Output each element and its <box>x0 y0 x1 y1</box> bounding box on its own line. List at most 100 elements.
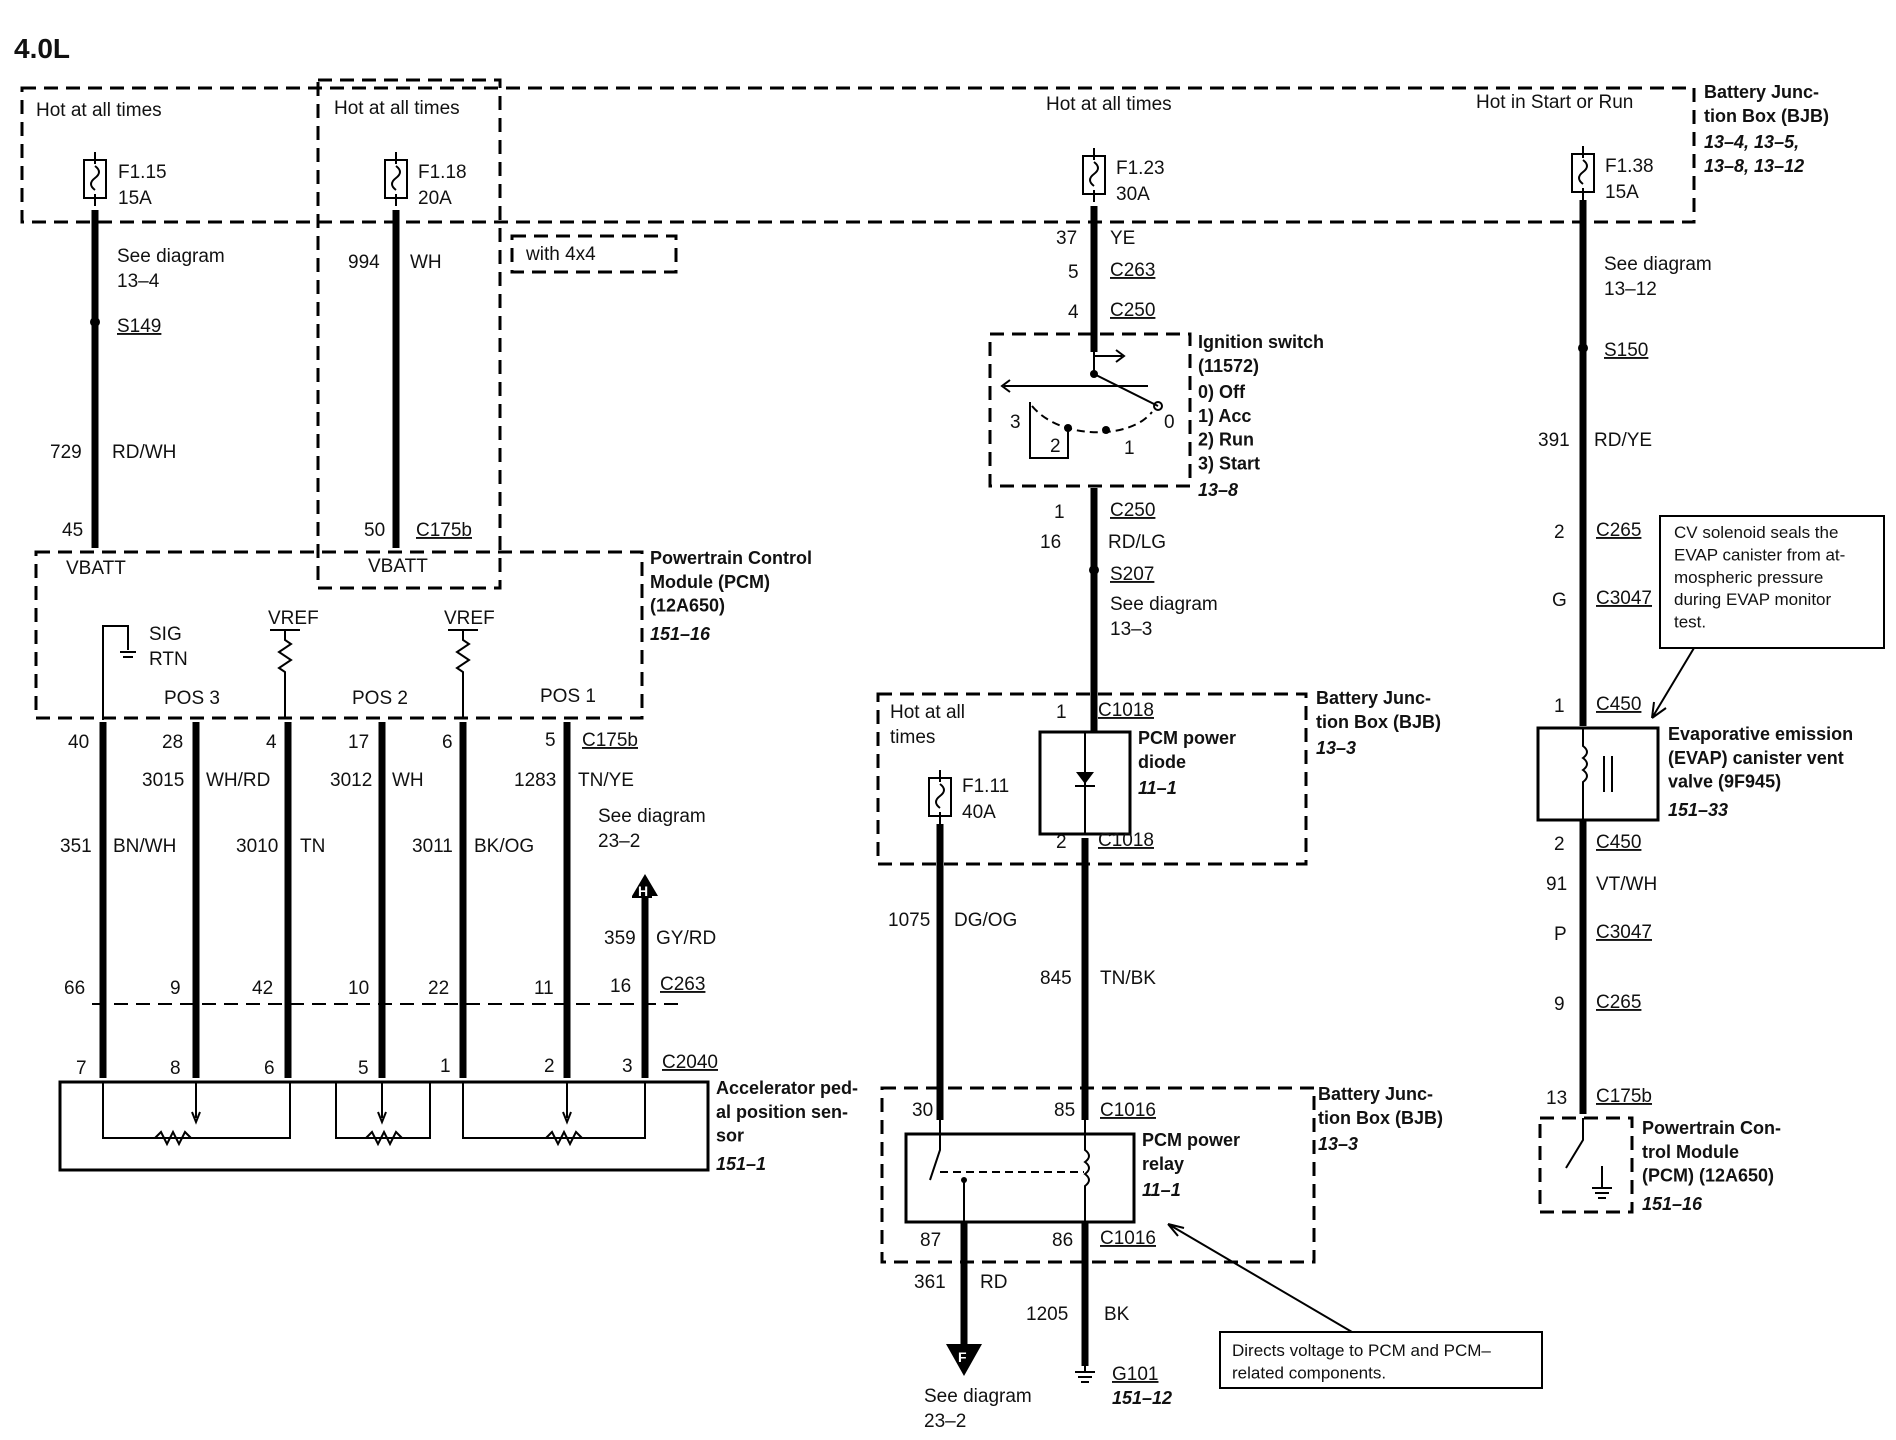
hot-label-4: Hot in Start or Run <box>1476 92 1633 113</box>
vref-label-1: VREF <box>268 608 319 629</box>
fuse-f1-15-amp: 15A <box>118 188 152 209</box>
pos1-label: POS 1 <box>540 686 596 707</box>
pin-9: 9 <box>170 978 181 999</box>
circuit-1205: 1205 <box>1026 1304 1068 1325</box>
color-bk: BK <box>1104 1304 1130 1325</box>
pin-8: 8 <box>170 1058 181 1079</box>
evap-valve-ref: 151–33 <box>1668 800 1728 820</box>
pin-11: 11 <box>534 978 554 999</box>
bjb-top-box <box>20 86 1696 224</box>
fuse-f1-18-amp: 20A <box>418 188 452 209</box>
hot-label-2: Hot at all times <box>334 98 460 119</box>
circuit-845: 845 <box>1040 968 1072 989</box>
sig-rtn-symbol <box>102 625 136 720</box>
pcm-right-name: Powertrain Con-trol Module(PCM) (12A650) <box>1642 1118 1781 1186</box>
circuit-1075: 1075 <box>888 910 930 931</box>
arrow-h-shape <box>632 874 658 898</box>
pedal-sensor-ref: 151–1 <box>716 1154 766 1174</box>
pin-10: 10 <box>348 978 369 999</box>
engine-title: 4.0L <box>14 33 70 64</box>
pcm-left-box <box>34 550 644 720</box>
vbatt-1: VBATT <box>66 558 126 579</box>
color-wh-994: WH <box>410 252 442 273</box>
splice-s150-dot <box>1578 343 1588 353</box>
circuit-3011: 3011 <box>412 836 453 857</box>
relay-note-arrow <box>1167 1223 1353 1333</box>
relay-note-box <box>1219 1331 1543 1389</box>
relay-note: Directs voltage to PCM and PCM–related c… <box>1232 1341 1491 1382</box>
fuse-f1-38-id: F1.38 <box>1605 156 1654 177</box>
pin-9-c265: 9 <box>1554 994 1565 1015</box>
pedal-wires <box>99 722 649 1078</box>
fuse-f1-18-symbol <box>384 152 408 206</box>
pin-4-c250: 4 <box>1068 302 1079 323</box>
pin-2-c1018: 2 <box>1056 832 1067 853</box>
circuit-994: 994 <box>348 252 380 273</box>
ignition-switch-symbol <box>1000 349 1163 459</box>
pin-1-c250: 1 <box>1054 502 1065 523</box>
ign-pos-0: 0 <box>1164 412 1175 433</box>
conn-c265-bottom: C265 <box>1596 992 1641 1013</box>
conn-c250-top: C250 <box>1110 300 1155 321</box>
pin-66: 66 <box>64 978 85 999</box>
pin-50: 50 <box>364 520 385 541</box>
pin-2-c450: 2 <box>1554 834 1565 855</box>
conn-c175b-pcm: C175b <box>582 730 638 751</box>
conn-c450-bottom: C450 <box>1596 832 1641 853</box>
hot-label-1: Hot at all times <box>36 100 162 121</box>
conn-c3047-bottom: C3047 <box>1596 922 1652 943</box>
splice-s207-dot <box>1089 565 1099 575</box>
evap-valve-box <box>1536 726 1660 822</box>
color-whrd: WH/RD <box>206 770 270 791</box>
pin-30: 30 <box>912 1100 933 1121</box>
with-4x4-box <box>510 234 678 274</box>
bjb-4x4-box <box>316 78 502 590</box>
diode-symbol <box>1075 732 1095 834</box>
fuse-f1-18-id: F1.18 <box>418 162 467 183</box>
vref-label-2: VREF <box>444 608 495 629</box>
evap-valve-name: Evaporative emission(EVAP) canister vent… <box>1668 724 1853 792</box>
pin-87: 87 <box>920 1230 941 1251</box>
conn-c1016-bottom: C1016 <box>1100 1228 1156 1249</box>
ground-g101-symbol <box>1075 1366 1095 1383</box>
pin-2: 2 <box>544 1056 555 1077</box>
color-tn: TN <box>300 836 325 857</box>
color-rd: RD <box>980 1272 1007 1293</box>
pcm-power-relay-box <box>904 1132 1136 1224</box>
fuse-f1-11-symbol <box>928 770 952 824</box>
conn-c3047-top: C3047 <box>1596 588 1652 609</box>
fuse-f1-15-id: F1.15 <box>118 162 167 183</box>
conn-c175b-top: C175b <box>416 520 472 541</box>
cv-note-arrow <box>1651 647 1695 719</box>
pin-p-c3047: P <box>1554 924 1567 945</box>
pin-40: 40 <box>68 732 89 753</box>
relay-symbol <box>929 1120 1090 1222</box>
color-bnwh: BN/WH <box>113 836 176 857</box>
circuit-37: 37 <box>1056 228 1077 249</box>
pin-6-c2040: 6 <box>264 1058 275 1079</box>
splice-s149-dot <box>90 317 100 327</box>
color-vtwh: VT/WH <box>1596 874 1657 895</box>
conn-c175b-right: C175b <box>1596 1086 1652 1107</box>
cv-solenoid-note-box <box>1659 515 1885 649</box>
circuit-1283: 1283 <box>514 770 556 791</box>
pin-13-c175b: 13 <box>1546 1088 1567 1109</box>
circuit-391: 391 <box>1538 430 1570 451</box>
fuse-f1-38-amp: 15A <box>1605 182 1639 203</box>
evap-valve-coil <box>1581 728 1613 820</box>
vbatt-2: VBATT <box>368 556 428 577</box>
ignition-switch-box <box>988 332 1192 488</box>
conn-c265-top: C265 <box>1596 520 1641 541</box>
circuit-729: 729 <box>50 442 82 463</box>
arrow-f-shape <box>946 1344 982 1376</box>
fuse-f1-15-symbol <box>83 152 107 206</box>
pin-2-c265: 2 <box>1554 522 1565 543</box>
pcm-right-ref: 151–16 <box>1642 1194 1703 1214</box>
fuse-f1-23-amp: 30A <box>1116 184 1150 205</box>
pin-5-c2040: 5 <box>358 1058 369 1079</box>
